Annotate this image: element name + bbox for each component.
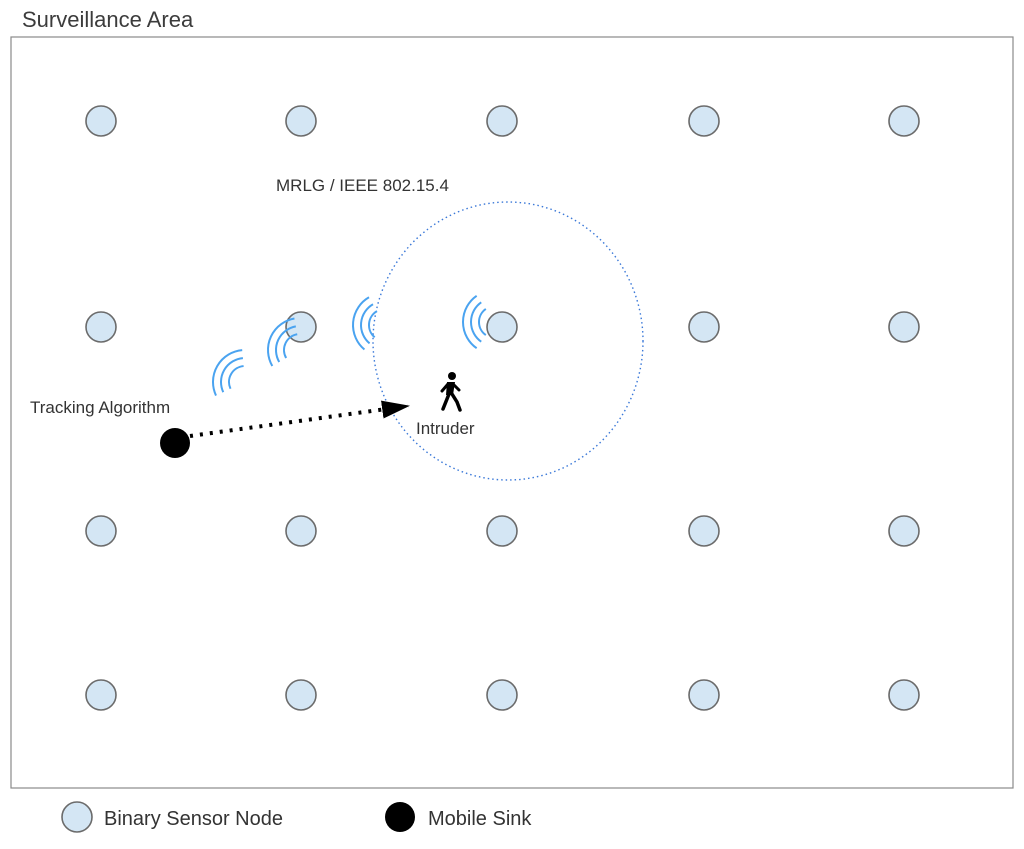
sensor-node: [285, 679, 317, 711]
signal-waves: [212, 294, 487, 396]
sensor-node: [888, 105, 920, 137]
sensor-node: [486, 515, 518, 547]
sensor-node: [688, 105, 720, 137]
area-title: Surveillance Area: [22, 7, 194, 32]
intruder-label: Intruder: [416, 419, 475, 438]
sensor-node: [688, 311, 720, 343]
signal-arc: [462, 294, 478, 350]
sensor-grid: [85, 105, 920, 711]
signal-wave-icon: [267, 317, 298, 367]
signal-arc: [352, 296, 370, 351]
sensor-node: [486, 679, 518, 711]
mobile-sink: [160, 428, 190, 458]
signal-arc: [470, 301, 482, 343]
sensor-node: [85, 105, 117, 137]
tracking-arrow: [189, 400, 410, 438]
sensor-node: [85, 311, 117, 343]
legend-sink-icon: [385, 802, 415, 832]
sensor-node: [486, 311, 518, 343]
tracking-algorithm-label: Tracking Algorithm: [30, 398, 170, 417]
sensor-node: [85, 679, 117, 711]
legend-sink-label: Mobile Sink: [428, 808, 532, 830]
detection-range-circle: [372, 201, 644, 481]
sensor-node: [688, 515, 720, 547]
surveillance-area-border: [10, 36, 1014, 789]
legend-sensor-icon: [61, 801, 93, 833]
signal-arc: [228, 365, 244, 390]
sensor-node: [888, 311, 920, 343]
sensor-node: [888, 515, 920, 547]
signal-arc: [267, 317, 295, 367]
signal-arc: [368, 310, 378, 339]
sensor-node: [285, 105, 317, 137]
signal-arc: [360, 303, 374, 345]
sensor-node: [888, 679, 920, 711]
signal-wave-icon: [462, 294, 487, 350]
sensor-node: [688, 679, 720, 711]
signal-arc: [220, 357, 244, 393]
walking-person-icon: [440, 372, 462, 412]
signal-arc: [212, 349, 243, 396]
signal-arc: [275, 325, 297, 363]
sensor-node: [486, 105, 518, 137]
signal-arc: [478, 308, 487, 336]
protocol-label: MRLG / IEEE 802.15.4: [276, 176, 449, 195]
signal-arc: [283, 333, 298, 359]
sensor-node: [85, 515, 117, 547]
legend-sensor-label: Binary Sensor Node: [104, 808, 283, 830]
sensor-node: [285, 515, 317, 547]
signal-wave-icon: [212, 349, 244, 396]
signal-wave-icon: [352, 296, 378, 351]
legend: Binary Sensor Node Mobile Sink: [61, 801, 532, 833]
